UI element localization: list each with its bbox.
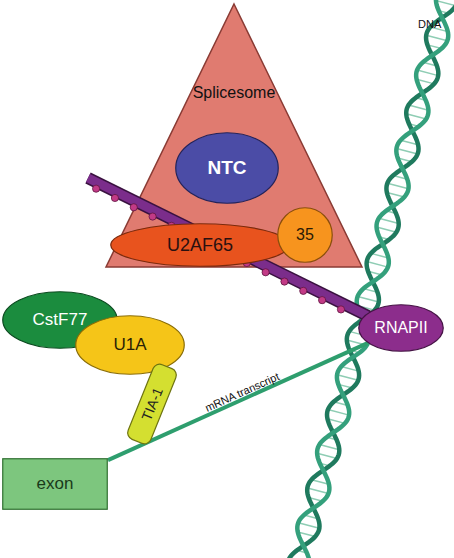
protein-shape: U1A [75, 315, 185, 375]
node-label: U1A [75, 315, 185, 375]
node-label: 35 [277, 207, 333, 263]
base-pair [426, 35, 447, 41]
phosphate-bead [93, 185, 100, 192]
ellipse-outline [278, 208, 333, 263]
node-label: Splicesome [105, 81, 363, 105]
dna-helix [287, 0, 454, 558]
phosphate-bead [337, 306, 344, 313]
dna-strand [297, 0, 452, 558]
protein-shape: U2AF65 [110, 223, 290, 267]
base-pair [307, 488, 328, 494]
base-pair [358, 296, 379, 302]
rect-outline [126, 362, 179, 446]
phosphate-bead [130, 204, 137, 211]
rect-outline [3, 459, 108, 510]
base-pair [328, 410, 349, 416]
phosphate-bead [281, 278, 288, 285]
phosphate-bead [149, 213, 156, 220]
exon-box: exon [2, 458, 108, 510]
protein-shape: 35 [277, 207, 333, 263]
phosphate-bead [111, 194, 118, 201]
ellipse-outline [111, 224, 290, 267]
node-label: RNAPII [358, 304, 444, 352]
edge-label: mRNA transcript [203, 371, 281, 415]
base-pair [367, 262, 388, 268]
ellipse-outline [176, 133, 279, 204]
base-pair [417, 70, 438, 76]
part-label: DNA [418, 18, 441, 30]
node-label: exon [2, 458, 108, 510]
phosphate-bead [300, 287, 307, 294]
protein-shape: NTC [175, 132, 279, 204]
node-label: U2AF65 [110, 223, 290, 267]
phosphate-bead [262, 269, 269, 276]
base-pair [387, 183, 408, 189]
base-pair [396, 148, 417, 154]
node-label: NTC [175, 132, 279, 204]
base-pair [298, 523, 319, 529]
phosphate-bead [319, 297, 326, 304]
base-pair [337, 375, 358, 381]
dna-strand [287, 0, 454, 558]
complex-triangle: SplicesomeNTC U2AF6535 [105, 3, 363, 268]
ellipse-outline [359, 305, 444, 352]
triangle-outline [106, 4, 362, 267]
ellipse-outline [76, 316, 185, 375]
protein-shape: RNAPII [358, 304, 444, 352]
